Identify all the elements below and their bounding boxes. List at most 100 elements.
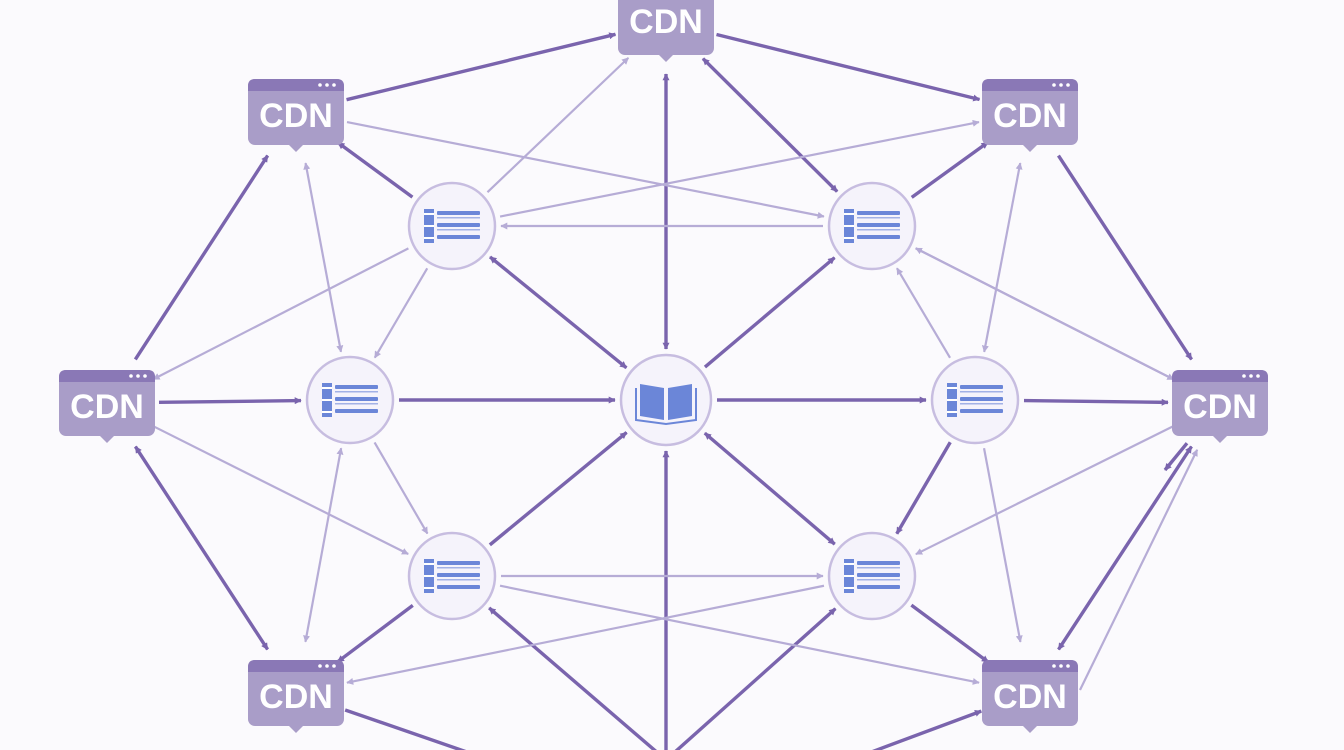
cdn-header-bar xyxy=(248,79,344,91)
edge-bottom-center-to-hub-lower-right xyxy=(674,607,837,750)
edge-top-left-to-hub-upper-right xyxy=(346,121,825,219)
window-dot-icon xyxy=(332,83,336,87)
window-dot-icon xyxy=(332,664,336,668)
cdn-pointer xyxy=(1213,436,1227,443)
cdn-pointer xyxy=(1023,145,1037,152)
hub-lower-right[interactable] xyxy=(827,531,917,621)
cdn-label: CDN xyxy=(1183,388,1257,426)
edge-hub-lower-right-to-bottom-right xyxy=(910,603,990,664)
edge-top-right-to-hub-mid-right xyxy=(981,162,1023,353)
hub-upper-left[interactable] xyxy=(407,181,497,271)
edge-right-to-bottom-right-hub xyxy=(1163,442,1189,472)
cdn-label: CDN xyxy=(993,97,1067,135)
edge-hub-center-to-hub-upper-right xyxy=(703,256,836,369)
edge-bottom-left-to-bottom-stub xyxy=(344,708,467,750)
window-dot-icon xyxy=(1249,374,1253,378)
edge-hub-center-to-hub-lower-right xyxy=(703,431,836,546)
edge-bottom-right-stub-to-bottom-right xyxy=(871,709,982,750)
edge-hub-lower-right-to-bottom-left xyxy=(346,584,825,685)
cdn-box xyxy=(982,79,1078,145)
edge-left-to-hub-mid-left xyxy=(158,397,302,405)
window-dot-icon xyxy=(136,374,140,378)
edge-bottom-right-h-to-right xyxy=(1079,449,1199,691)
cdn-node-top-left[interactable]: CDN xyxy=(248,79,344,152)
list-icon xyxy=(947,383,1003,417)
cdn-header-bar xyxy=(1172,370,1268,382)
list-icon xyxy=(844,209,900,243)
window-dot-icon xyxy=(318,664,322,668)
edge-hub-upper-left-to-top-right xyxy=(499,119,980,218)
window-dot-icon xyxy=(325,83,329,87)
cdn-box xyxy=(248,660,344,726)
edge-right-to-bottom-right xyxy=(1057,445,1193,651)
cdn-header-bar xyxy=(59,370,155,382)
cdn-header-bar xyxy=(982,660,1078,672)
cdn-node-right[interactable]: CDN xyxy=(1172,370,1268,443)
edge-top-left-to-hub-mid-left xyxy=(303,162,344,353)
edge-hub-upper-left-to-hub-center xyxy=(488,255,628,370)
window-dot-icon xyxy=(1066,83,1070,87)
nodes-layer: CDN CDN CDN CDN CDN CDN CDN xyxy=(59,0,1268,733)
window-dot-icon xyxy=(1052,664,1056,668)
edge-hub-upper-right-to-top-right xyxy=(910,141,989,199)
hub-center[interactable] xyxy=(619,353,713,447)
edge-hub-upper-right-to-right xyxy=(915,247,1175,381)
edge-hub-lower-left-to-bottom-left xyxy=(336,604,414,664)
cdn-box xyxy=(982,660,1078,726)
cdn-header-bar xyxy=(982,79,1078,91)
edge-hub-mid-left-to-bottom-left xyxy=(303,447,344,643)
edge-hub-mid-left-to-hub-lower-left xyxy=(373,441,429,535)
edge-right-to-hub-lower-right xyxy=(915,425,1174,556)
edge-top-to-hub-upper-right xyxy=(701,57,839,193)
edge-hub-upper-left-to-left xyxy=(152,247,409,381)
hub-mid-left[interactable] xyxy=(305,355,395,445)
edge-hub-upper-left-to-top xyxy=(486,57,630,193)
cdn-box xyxy=(248,79,344,145)
window-dot-icon xyxy=(1059,664,1063,668)
edge-left-to-top-left xyxy=(133,154,270,361)
edge-hub-lower-left-to-hub-center xyxy=(488,431,628,547)
cdn-pointer xyxy=(289,726,303,733)
window-dot-icon xyxy=(129,374,133,378)
window-dot-icon xyxy=(318,83,322,87)
book-icon xyxy=(635,384,697,426)
window-dot-icon xyxy=(1052,83,1056,87)
edge-left-to-hub-lower-left xyxy=(152,425,409,556)
cdn-pointer xyxy=(659,55,673,62)
cdn-box xyxy=(59,370,155,436)
cdn-label: CDN xyxy=(629,3,703,41)
edge-hub-mid-right-to-bottom-right xyxy=(982,447,1023,643)
cdn-node-bottom-right[interactable]: CDN xyxy=(982,660,1078,733)
edge-top-to-top-right xyxy=(716,32,981,102)
cdn-label: CDN xyxy=(259,678,333,716)
hub-circle xyxy=(619,353,713,447)
cdn-pointer xyxy=(289,145,303,152)
edges-layer xyxy=(133,32,1199,750)
edge-left-to-bottom-left xyxy=(133,445,270,651)
window-dot-icon xyxy=(1242,374,1246,378)
hub-upper-right[interactable] xyxy=(827,181,917,271)
cdn-node-top[interactable]: CDN xyxy=(618,0,714,62)
window-dot-icon xyxy=(1066,664,1070,668)
window-dot-icon xyxy=(143,374,147,378)
cdn-box xyxy=(1172,370,1268,436)
list-icon xyxy=(844,559,900,593)
list-icon xyxy=(322,383,378,417)
hub-mid-right[interactable] xyxy=(930,355,1020,445)
edge-hub-mid-right-to-hub-lower-right xyxy=(895,441,952,535)
list-icon xyxy=(424,209,480,243)
edge-hub-upper-left-to-hub-mid-left xyxy=(373,267,429,359)
hub-lower-left[interactable] xyxy=(407,531,497,621)
list-icon xyxy=(424,559,480,593)
cdn-node-bottom-left[interactable]: CDN xyxy=(248,660,344,733)
edge-hub-mid-right-to-right xyxy=(1023,398,1169,406)
edge-top-left-to-top xyxy=(346,32,617,102)
cdn-label: CDN xyxy=(993,678,1067,716)
edge-hub-lower-left-to-bottom-right xyxy=(499,584,980,685)
cdn-box xyxy=(618,0,714,55)
cdn-header-bar xyxy=(248,660,344,672)
cdn-node-left[interactable]: CDN xyxy=(59,370,155,443)
window-dot-icon xyxy=(1256,374,1260,378)
cdn-node-top-right[interactable]: CDN xyxy=(982,79,1078,152)
